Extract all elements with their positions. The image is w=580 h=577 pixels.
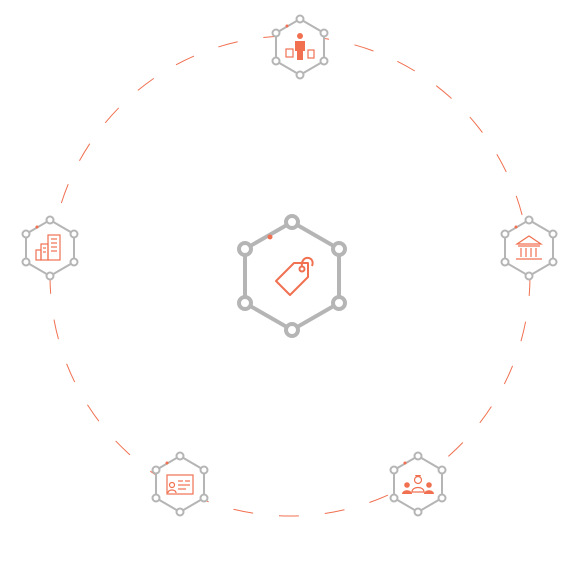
people-group-icon [402, 475, 434, 494]
center-hub [237, 214, 347, 338]
satellite-nodes [500, 215, 558, 281]
accent-dot [403, 461, 407, 465]
satellite-nodes [389, 451, 447, 517]
accent-dot [267, 234, 273, 240]
satellite-hexagon [25, 218, 75, 278]
accent-dot [35, 225, 39, 229]
satellite-hexagon [504, 218, 554, 278]
satellite-community [389, 451, 447, 517]
satellite-id-card [151, 451, 209, 517]
hex-node [331, 295, 347, 311]
satellite-nodes [151, 451, 209, 517]
hex-node [237, 295, 253, 311]
accent-dot [165, 461, 169, 465]
shopper-with-bags-icon [285, 33, 315, 60]
hex-node [237, 241, 253, 257]
satellite-bank [500, 215, 558, 281]
hex-node [284, 322, 300, 338]
price-tag-icon [275, 256, 314, 296]
accent-dot [514, 225, 518, 229]
satellite-nodes [271, 14, 329, 80]
satellite-nodes [21, 215, 79, 281]
center-hexagon-nodes [237, 214, 347, 338]
accent-dot [285, 24, 289, 28]
center-hexagon [243, 219, 341, 333]
satellite-hexagon [155, 454, 205, 514]
satellite-office [21, 215, 79, 281]
office-buildings-icon [35, 234, 61, 261]
satellite-shopper [271, 14, 329, 80]
hex-node [331, 241, 347, 257]
id-card-icon [166, 474, 194, 495]
hex-node [284, 214, 300, 230]
bank-building-icon [515, 235, 543, 260]
